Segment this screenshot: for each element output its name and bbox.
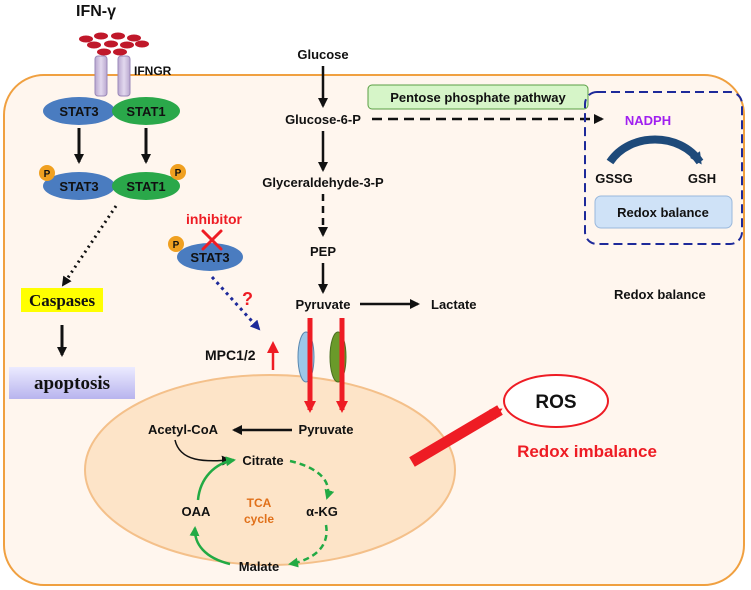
tca-label-line1: TCA — [247, 496, 272, 510]
akg-to-malate-dashed-arrow — [288, 524, 328, 568]
inhibitor-label: inhibitor — [186, 211, 243, 227]
stat1-label: STAT1 — [126, 104, 165, 119]
malate-to-oaa-arrow — [189, 526, 231, 566]
stat1-node — [112, 97, 180, 125]
ros-ellipse — [503, 374, 609, 428]
phospho-label-stat3: P — [44, 169, 51, 180]
akg-label: α-KG — [306, 504, 338, 519]
phospho-badge-stat1 — [170, 164, 186, 180]
ros-label: ROS — [535, 392, 576, 413]
phospho-badge-inhibited — [168, 236, 184, 252]
redox-panel — [584, 91, 743, 245]
ifn-gamma-label: IFN-γ — [76, 3, 116, 20]
p-stat3-node — [43, 172, 115, 200]
mito-to-ros-arrow — [409, 405, 503, 467]
tca-label-line2: cycle — [244, 512, 274, 526]
acetylcoa-to-citrate-arrow — [174, 439, 232, 466]
ifngr-receptor-right — [117, 55, 131, 97]
acetyl-coa-label: Acetyl-CoA — [148, 422, 219, 437]
redox-balance-box — [594, 195, 733, 229]
oaa-to-citrate-arrow — [196, 456, 236, 501]
ppp-label: Pentose phosphate pathway — [390, 90, 566, 105]
g6p-label: Glucose-6-P — [285, 112, 361, 127]
mitochondrion — [84, 374, 456, 566]
stat3-label: STAT3 — [59, 104, 98, 119]
lactate-label: Lactate — [431, 297, 477, 312]
redox-balance-label: Redox balance — [614, 287, 706, 302]
stat1-to-caspases-dotted-arrow — [61, 205, 118, 287]
stat3-node — [43, 97, 115, 125]
pep-label: PEP — [310, 244, 336, 259]
pyruvate-mito-label: Pyruvate — [299, 422, 354, 437]
gsh-label: GSH — [688, 171, 716, 186]
nadph-label: NADPH — [625, 113, 671, 128]
ifngr-label: IFNGR — [134, 64, 172, 78]
gssg-to-gsh-curved-arrow — [606, 135, 704, 165]
citrate-label: Citrate — [242, 453, 283, 468]
inhibited-stat3-label: STAT3 — [190, 250, 229, 265]
pyruvate-cyto-label: Pyruvate — [296, 297, 351, 312]
phospho-badge-stat3 — [39, 165, 55, 181]
mpc-label: MPC1/2 — [205, 347, 256, 363]
stat3-to-mpc-dotted-arrow — [210, 275, 261, 331]
p-stat1-node — [112, 172, 180, 200]
gssg-label: GSSG — [595, 171, 633, 186]
question-mark: ? — [242, 289, 253, 309]
inhibitor-cross-icon — [201, 229, 223, 251]
apoptosis-label: apoptosis — [34, 373, 110, 394]
apoptosis-box — [9, 367, 135, 399]
redox-imbalance-label: Redox imbalance — [517, 442, 657, 461]
phospho-label-inhibited: P — [173, 240, 180, 251]
oaa-label: OAA — [182, 504, 212, 519]
ifn-gamma-ligands — [79, 32, 149, 56]
caspases-highlight — [21, 288, 103, 312]
citrate-to-akg-dashed-arrow — [289, 459, 335, 500]
caspases-label: Caspases — [29, 291, 96, 310]
glucose-label: Glucose — [297, 47, 348, 62]
malate-label: Malate — [239, 559, 279, 574]
g3p-label: Glyceraldehyde-3-P — [262, 175, 384, 190]
ppp-box — [367, 84, 589, 110]
redox-balance-box-label: Redox balance — [617, 205, 709, 220]
p-stat3-label: STAT3 — [59, 179, 98, 194]
ifngr-receptor-left — [94, 55, 108, 97]
inhibited-stat3-node — [177, 243, 243, 271]
phospho-label-stat1: P — [175, 168, 182, 179]
p-stat1-label: STAT1 — [126, 179, 165, 194]
